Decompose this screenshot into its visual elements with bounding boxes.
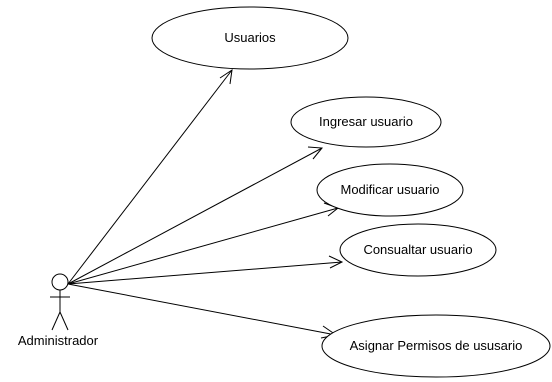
use-case-usuarios-shape <box>151 6 349 70</box>
association-asignar <box>67 283 337 336</box>
use-case-consultar-shape <box>339 223 497 277</box>
use-case-consultar-label: Consualtar usuario <box>363 242 472 257</box>
use-case-modificar[interactable]: Modificar usuario <box>316 163 464 217</box>
use-case-modificar-label: Modificar usuario <box>341 182 440 197</box>
use-case-usuarios-label: Usuarios <box>224 30 276 45</box>
actor-label: Administrador <box>18 333 99 348</box>
arrowhead-consultar <box>328 255 344 269</box>
association-ingresar <box>67 147 323 285</box>
use-case-usuarios[interactable]: Usuarios <box>151 6 349 70</box>
use-case-asignar-label: Asignar Permisos de ususario <box>350 338 523 353</box>
association-modificar <box>67 207 339 285</box>
use-case-ingresar[interactable]: Ingresar usuario <box>290 96 442 148</box>
association-usuarios <box>67 69 233 285</box>
use-case-ingresar-label: Ingresar usuario <box>319 114 413 129</box>
actor-left-leg <box>51 311 61 331</box>
use-case-asignar[interactable]: Asignar Permisos de ususario <box>321 314 551 378</box>
use-case-ingresar-shape <box>290 96 442 148</box>
actor-right-leg <box>59 311 69 331</box>
actor-head <box>51 273 69 291</box>
arrowhead-usuarios <box>219 68 233 85</box>
use-case-consultar[interactable]: Consualtar usuario <box>339 223 497 277</box>
use-case-modificar-shape <box>316 163 464 217</box>
use-case-asignar-shape <box>321 314 551 378</box>
association-consultar <box>67 261 343 285</box>
actor-administrador[interactable]: Administrador <box>18 273 99 348</box>
arrowhead-ingresar <box>307 146 323 160</box>
